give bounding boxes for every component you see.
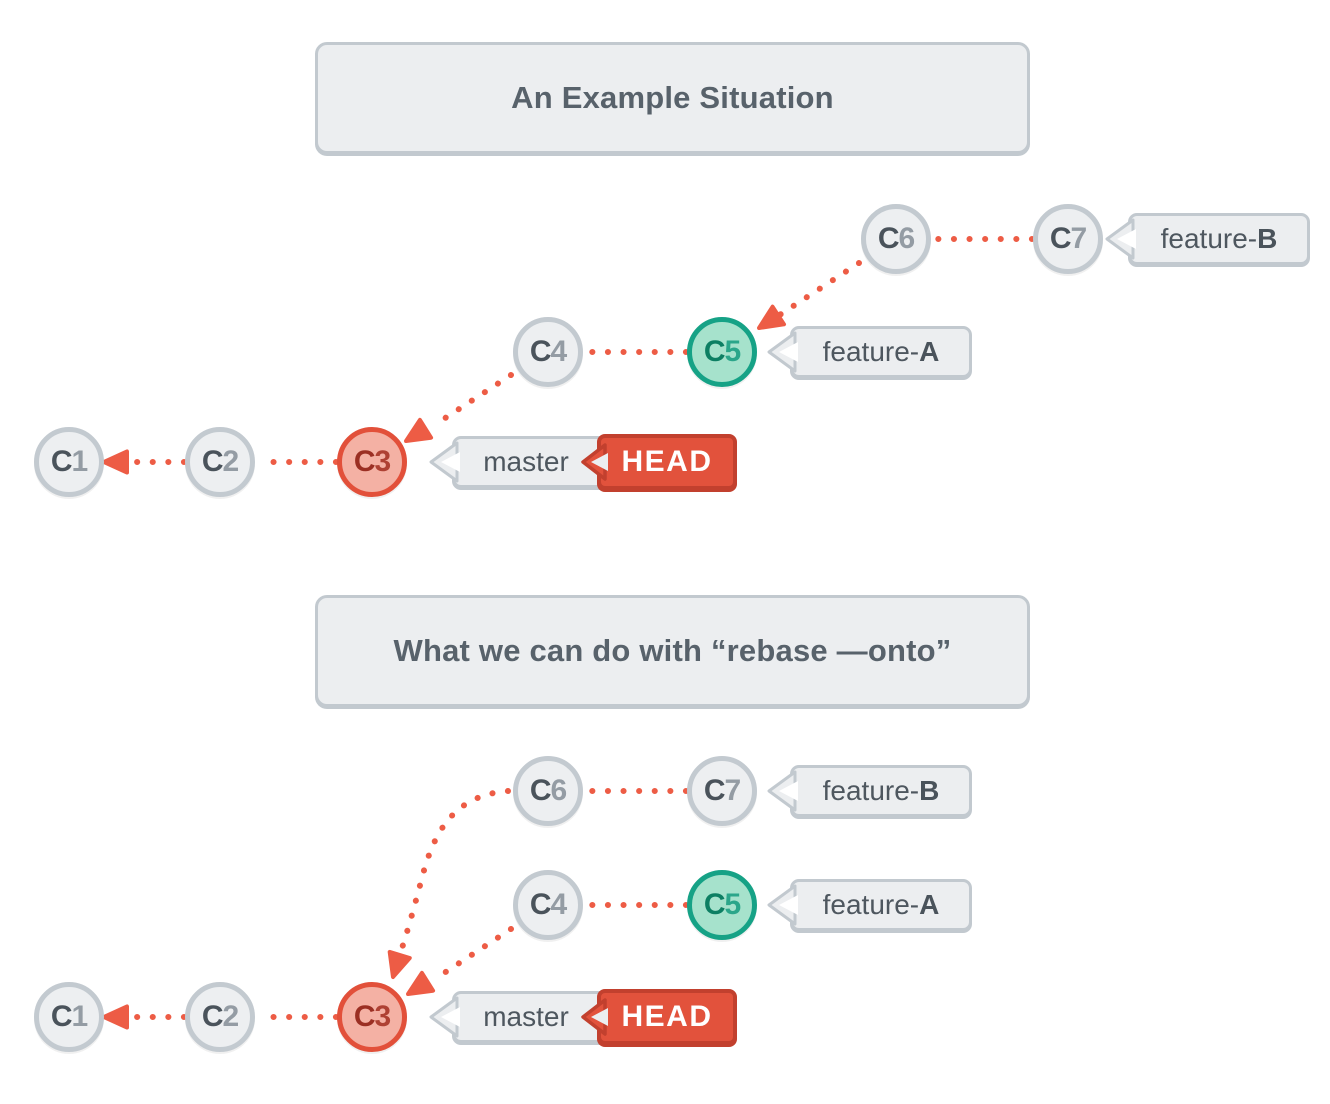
commit-label: C — [353, 1000, 376, 1033]
branch-label-feature-b: feature-B — [767, 765, 972, 817]
arrowhead-icon — [102, 449, 129, 475]
head-label-text: HEAD — [621, 1000, 713, 1033]
arrowhead-icon — [404, 417, 434, 443]
bubble-tail-icon — [767, 770, 798, 812]
bubble-tail-icon — [767, 884, 798, 926]
commit-label: C — [353, 445, 376, 478]
commit-label: C — [1049, 222, 1072, 255]
bubble-tail-icon — [429, 441, 460, 483]
section-title-text: An Example Situation — [511, 80, 834, 115]
commit-label: C — [703, 774, 726, 807]
branch-label-text: feature- — [822, 889, 920, 920]
section-title-example: An Example Situation — [315, 42, 1030, 154]
branch-label-feature-a: feature-A — [767, 326, 972, 378]
bubble-tail-icon — [1105, 218, 1136, 260]
arrowhead-icon — [757, 304, 787, 330]
branch-label-text: master — [483, 446, 569, 477]
branch-label-bold: B — [919, 775, 940, 806]
bubble-tail-icon — [767, 331, 798, 373]
head-label-text: HEAD — [621, 445, 713, 478]
section-title-rebase-onto: What we can do with “rebase —onto” — [315, 595, 1030, 707]
branch-label-text: feature- — [822, 775, 920, 806]
dotted-connector-c4-c3 — [430, 372, 514, 429]
dotted-connector-c4-c3 — [432, 926, 514, 982]
dotted-connector-c6-c5 — [775, 260, 862, 319]
branch-label-bold: A — [919, 889, 940, 920]
branch-label-feature-a: feature-A — [767, 879, 972, 931]
commit-label: C — [703, 888, 726, 921]
commit-label: C — [50, 445, 73, 478]
section-title-text: What we can do with “rebase —onto” — [393, 633, 952, 668]
arrowhead-icon — [102, 1004, 129, 1030]
head-tag: HEAD — [581, 989, 737, 1045]
branch-label-bold: B — [1257, 223, 1278, 254]
commit-label: C — [50, 1000, 73, 1033]
commit-label: C — [877, 222, 900, 255]
branch-label-text: feature- — [1160, 223, 1258, 254]
arrowhead-icon — [387, 949, 412, 979]
commit-label: C — [703, 335, 726, 368]
commit-label: C — [201, 445, 224, 478]
head-tail-icon — [581, 998, 608, 1036]
commit-label: C — [201, 1000, 224, 1033]
commit-label: C — [529, 888, 552, 921]
head-tail-icon — [581, 443, 608, 481]
commit-label: C — [529, 774, 552, 807]
arrowhead-icon — [406, 970, 436, 996]
bubble-tail-icon — [429, 996, 460, 1038]
branch-label-text: master — [483, 1001, 569, 1032]
branch-label-bold: A — [919, 336, 940, 367]
dotted-connector-c6-c3-curve — [395, 788, 511, 963]
head-tag: HEAD — [581, 434, 737, 490]
branch-label-text: feature- — [822, 336, 920, 367]
commit-label: C — [529, 335, 552, 368]
branch-label-feature-b: feature-B — [1105, 213, 1310, 265]
